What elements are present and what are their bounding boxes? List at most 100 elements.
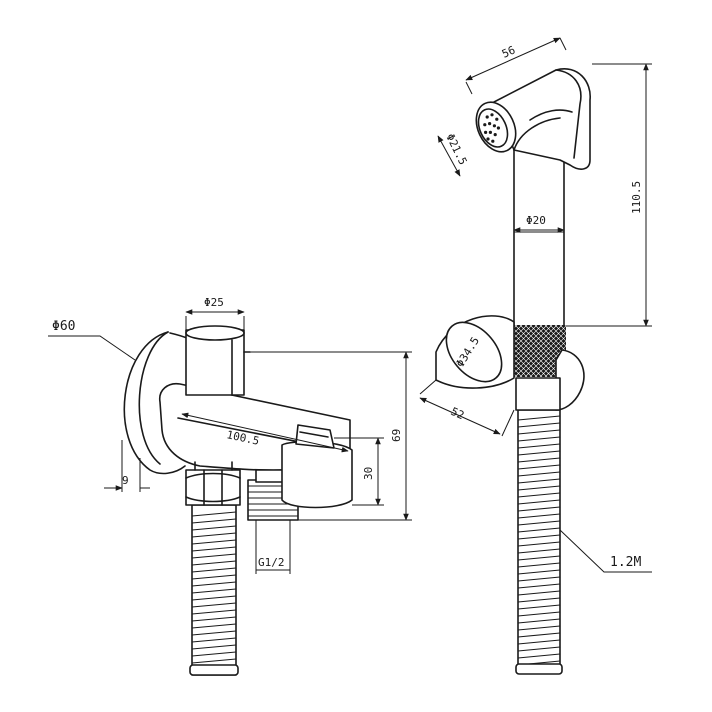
hose-rib	[517, 499, 561, 505]
sprayer-nozzle	[475, 101, 517, 153]
nozzle-hole	[491, 139, 495, 143]
hose-rib	[191, 567, 237, 573]
hose-rib	[517, 562, 561, 568]
sprayer-holder	[435, 315, 585, 411]
sprayer-head	[493, 68, 591, 170]
hose-rib	[517, 541, 561, 547]
dim-label-outlet-thread: G1/2	[258, 556, 285, 569]
nozzle-hole	[486, 137, 490, 141]
hose-rib	[191, 609, 237, 615]
sprayer-hose	[515, 409, 563, 675]
dim-label-holder-width: 52	[449, 405, 466, 422]
hose-rib	[517, 534, 561, 540]
hose-rib	[191, 560, 237, 566]
hose-rib	[191, 574, 237, 580]
hose-rib	[517, 625, 561, 631]
hose-rib	[517, 513, 561, 519]
hose-rib	[517, 464, 561, 470]
hose-rib	[517, 506, 561, 512]
hose-rib	[191, 553, 237, 559]
valve-dimensions: Φ60 Φ25 100.5 69 30 9	[48, 296, 412, 574]
hose-rib	[517, 457, 561, 463]
hose-rib	[191, 525, 237, 531]
knurl-line	[529, 340, 566, 377]
hose-rib	[517, 590, 561, 596]
hose-rib	[191, 581, 237, 587]
hose-rib	[191, 644, 237, 650]
hose-rib	[191, 595, 237, 601]
knurl-line	[544, 355, 566, 377]
hose-rib	[191, 546, 237, 552]
nozzle-hole	[485, 115, 489, 119]
nozzle-hole	[493, 133, 497, 137]
hose-rib	[191, 630, 237, 636]
hose-rib	[517, 443, 561, 449]
knurl-line	[544, 325, 566, 347]
angle-valve: Φ60 Φ25 100.5 69 30 9	[48, 296, 412, 676]
hose-rib	[517, 653, 561, 659]
dim-label-handle-height: 30	[362, 467, 375, 480]
hose-rib	[517, 639, 561, 645]
hose-rib	[517, 555, 561, 561]
dim-label-sprayer-height: 110.5	[630, 181, 643, 214]
hose-rib	[517, 618, 561, 624]
dim-label-nozzle-diameter: Φ21.5	[443, 132, 469, 167]
sprayer-grip	[513, 149, 565, 333]
hose-rib	[191, 532, 237, 538]
hose-rib	[517, 597, 561, 603]
hose-rib	[191, 602, 237, 608]
dim-label-plate-depth: 9	[122, 474, 129, 487]
hose-rib	[191, 616, 237, 622]
hose-rib	[517, 611, 561, 617]
hex-nut	[185, 469, 241, 506]
hose-rib	[517, 429, 561, 435]
dim-label-head-width: 56	[500, 43, 517, 60]
hose-rib	[517, 471, 561, 477]
nozzle-hole	[484, 130, 488, 134]
hand-sprayer: 56 Φ21.5 Φ20 110.5 Φ34.5 52 1.2M	[419, 37, 652, 675]
supply-hose-left	[189, 504, 239, 676]
hose-rib	[191, 623, 237, 629]
hose-rib	[517, 548, 561, 554]
hose-rib	[517, 520, 561, 526]
knurl-line	[539, 350, 566, 377]
hose-rib	[517, 485, 561, 491]
hose-rib	[517, 569, 561, 575]
hose-rib	[517, 604, 561, 610]
hose-rib	[517, 646, 561, 652]
sprayer-dimensions: 56 Φ21.5 Φ20 110.5 Φ34.5 52 1.2M	[419, 37, 652, 573]
hose-rib	[517, 492, 561, 498]
knurl-line	[539, 325, 566, 352]
knurl-line	[549, 325, 566, 342]
nozzle-hole	[488, 122, 492, 126]
hose-rib	[517, 632, 561, 638]
hose-rib	[517, 583, 561, 589]
dim-label-hose-length: 1.2M	[610, 555, 641, 570]
hose-rib	[191, 651, 237, 657]
valve-inlet-cylinder	[185, 325, 251, 396]
hose-rib	[191, 518, 237, 524]
hose-rib	[517, 527, 561, 533]
nozzle-hole	[495, 117, 499, 121]
hose-rib	[191, 588, 237, 594]
hose-rib	[517, 478, 561, 484]
knurl-line	[554, 325, 566, 337]
knurl-line	[524, 335, 566, 377]
hose-rib	[517, 576, 561, 582]
dim-label-handle-diameter: Φ20	[526, 214, 546, 227]
hose-rib	[517, 450, 561, 456]
nozzle-hole	[490, 113, 494, 117]
nozzle-hole	[483, 123, 487, 127]
hose-rib	[191, 637, 237, 643]
nozzle-hole	[488, 130, 492, 134]
hose-rib	[191, 539, 237, 545]
dim-label-valve-plate-diameter: Φ60	[52, 319, 75, 334]
nozzle-hole	[496, 126, 500, 130]
hose-rib	[517, 436, 561, 442]
hose-rib	[517, 415, 561, 421]
dim-label-valve-height: 69	[390, 429, 403, 442]
nozzle-hole	[492, 124, 496, 128]
hose-rib	[191, 658, 237, 664]
hose-rib	[517, 422, 561, 428]
